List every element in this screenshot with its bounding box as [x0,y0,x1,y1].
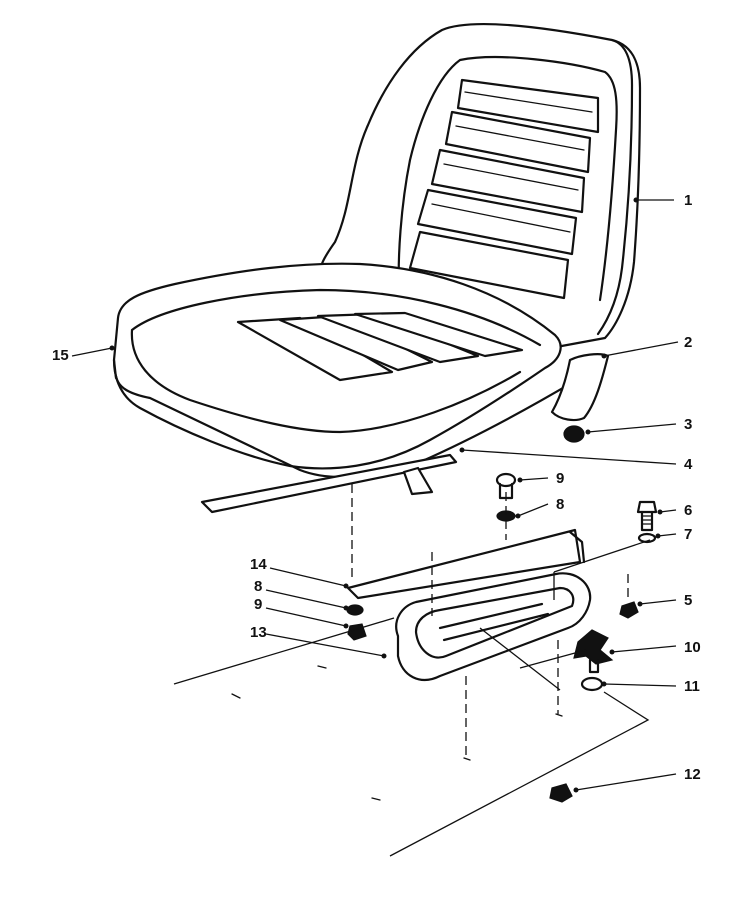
slide-slot [438,602,550,642]
seat-rail [200,453,458,514]
rear-support [550,353,610,422]
callout-1: 1 [684,192,693,209]
washer-11 [580,676,604,692]
seat-pan-lip [112,358,118,380]
callout-14: 14 [250,556,267,573]
callout-4: 4 [684,456,693,473]
callout-6: 6 [684,502,693,519]
callout-8-lower: 8 [254,578,263,595]
flat-washer-7 [637,532,657,544]
seat-back-inner-border [397,56,618,307]
callout-9-lower: 9 [254,596,263,613]
callout-12: 12 [684,766,701,783]
seat-back-side [596,38,634,336]
cushion-ribs [236,311,524,382]
callout-8-upper: 8 [556,496,565,513]
callout-leaders [71,199,679,791]
hex-bolt [636,500,658,532]
washer-lower [346,604,364,616]
seat-rail-tab [402,466,434,496]
callout-2: 2 [684,334,693,351]
callout-15: 15 [52,347,69,364]
callout-3: 3 [684,416,693,433]
assembly-centrelines [173,484,651,857]
adjust-knob [573,629,614,674]
callout-5: 5 [684,592,693,609]
callout-7: 7 [684,526,693,543]
adjust-plate-bend [568,530,586,564]
backrest-ribs [408,78,600,300]
callout-11: 11 [684,678,700,695]
seat-assembly [112,23,642,514]
adjust-plate [346,528,582,600]
callout-dots [109,197,663,793]
nut-5 [619,601,639,619]
seat-cushion-inner [130,288,542,434]
callout-9-upper: 9 [556,470,565,487]
callout-10: 10 [684,639,701,656]
callout-13: 13 [250,624,267,641]
plug-part [563,425,585,443]
nut-lower [347,623,367,641]
slide-bracket-inner [414,586,575,659]
nut-12 [549,783,573,803]
